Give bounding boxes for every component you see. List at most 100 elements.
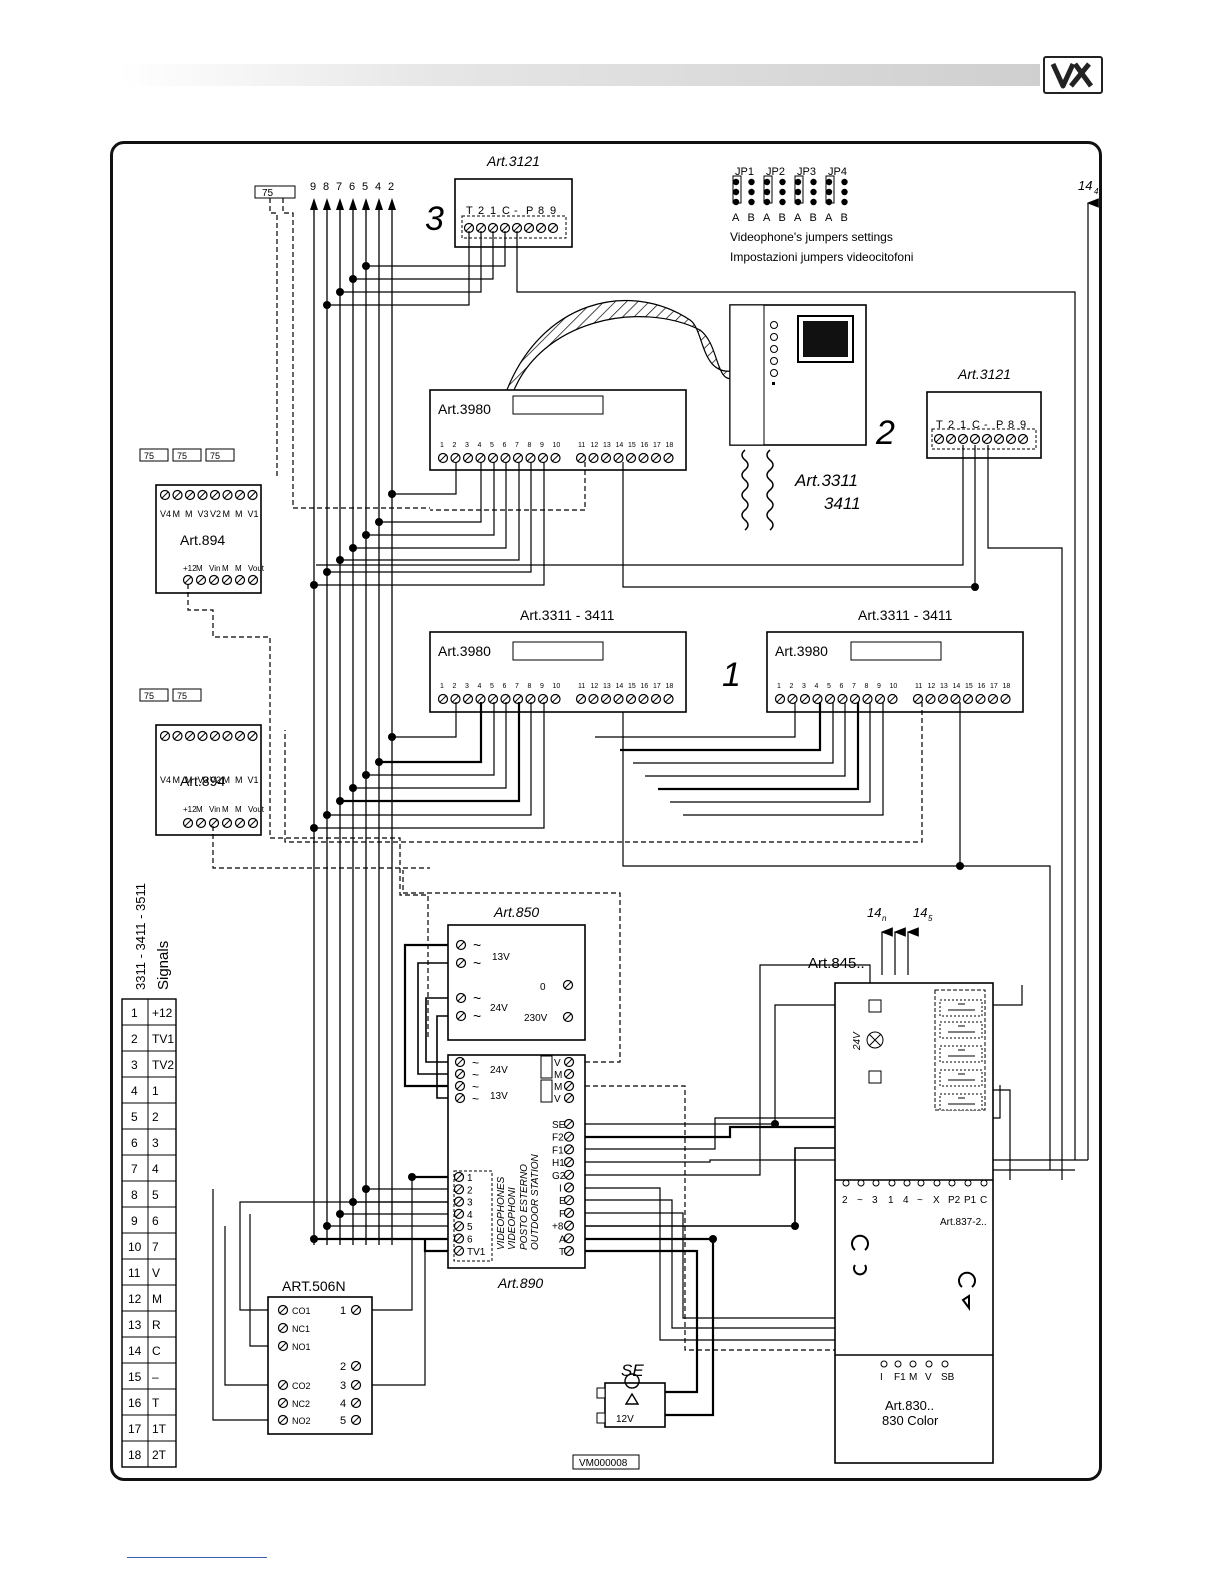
- art850-terminal-slash: [564, 981, 572, 989]
- bus-tap: [353, 462, 507, 549]
- art3121-terminal-label: 8: [538, 205, 544, 217]
- wire-890-845: [569, 964, 871, 1176]
- art3980-terminal-slash: [539, 454, 547, 462]
- signals-table-signal: M: [152, 1292, 162, 1306]
- jumpers-caption-it: Impostazioni jumpers videocitofoni: [730, 250, 913, 264]
- art894-bottom-label: M: [222, 564, 229, 573]
- art3121-terminal-label: P: [996, 419, 1003, 431]
- art894-top-terminal-slash: [186, 491, 194, 499]
- art3121-terminal-label: 2: [948, 419, 954, 431]
- jumper-name: JP3: [797, 166, 816, 178]
- art3980-terminal-slash: [602, 695, 610, 703]
- bus-arrow-label: 7: [336, 181, 342, 193]
- art506-left-terminal-slash: [279, 1381, 287, 1389]
- ac-symbol: ~: [473, 990, 481, 1006]
- terminal-number: 6: [503, 442, 507, 449]
- terminal-number: 12: [591, 442, 599, 449]
- art3980-terminal-slash: [665, 695, 672, 703]
- junction-dot: [323, 811, 331, 819]
- art894-top-label: M: [185, 775, 193, 785]
- art837-terminal: [842, 1179, 850, 1187]
- terminal-number: 11: [578, 683, 585, 690]
- jumper-pin: [748, 188, 755, 196]
- art837-terminal: [948, 1179, 956, 1187]
- wire-890-845: [569, 985, 1023, 1125]
- wire-se: [569, 1249, 699, 1394]
- art3980-terminal-slash: [665, 454, 672, 462]
- art506-label: ART.506N: [282, 1278, 346, 1294]
- art894-bottom-label: +12: [183, 564, 197, 573]
- art894-top-label: V2: [210, 509, 221, 519]
- art890-left-terminal-slash: [455, 1185, 463, 1193]
- art890-right-label: F2: [552, 1133, 564, 1144]
- wire-3121-right: [622, 445, 976, 588]
- wire-506: [212, 1189, 283, 1421]
- art894-bottom-label: Vin: [209, 564, 220, 573]
- art506-right-label: 4: [340, 1398, 346, 1410]
- junction-dot: [375, 518, 383, 526]
- signals-table-signal: 6: [152, 1214, 159, 1228]
- terminal-number: 7: [515, 442, 519, 449]
- art3980-terminal-slash: [939, 695, 947, 703]
- lamp-terminal: [868, 999, 882, 1013]
- se-lock-tab-bottom: [596, 1412, 606, 1424]
- art894-bottom-label: +12: [183, 805, 197, 814]
- terminal-number: 2: [453, 442, 457, 449]
- art3311-3411-right-label: Art.3311 - 3411: [858, 607, 953, 623]
- terminal-number: 5: [490, 683, 494, 690]
- art890-right-terminal-slash: [565, 1184, 573, 1191]
- art830-terminal-label: M: [909, 1372, 917, 1383]
- code-box: [572, 1454, 640, 1470]
- art890-power-terminal-slash: [456, 1070, 464, 1078]
- art3121-terminal-label: 8: [1008, 419, 1014, 431]
- art894-bottom-label: Vout: [248, 805, 265, 814]
- jumper-pin: [732, 198, 740, 206]
- speaker-icon: [958, 1271, 976, 1311]
- label-14-5-sub: 5: [928, 914, 933, 923]
- label-14-n: 14: [867, 905, 881, 920]
- art3121-top-terminal-strip: [461, 215, 567, 239]
- junction-dot: [323, 568, 331, 576]
- art3121-terminal-slash: [489, 224, 497, 232]
- art890-left-label: 2: [467, 1185, 473, 1196]
- terminal-number: 15: [628, 442, 636, 449]
- art3980-terminal-slash: [864, 695, 871, 703]
- jumper-name: JP1: [735, 166, 754, 178]
- bus-arrow-label: 4: [375, 181, 381, 193]
- art506-right-terminal-slash: [352, 1416, 360, 1424]
- art3980-terminal-slash: [527, 695, 534, 703]
- video-coax: [187, 584, 429, 1040]
- art894-top-label: M: [185, 509, 193, 519]
- jumpers-caption-en: Videophone's jumpers settings: [730, 230, 893, 244]
- resistor-75: [172, 688, 202, 702]
- art890-right-label: SE: [552, 1120, 566, 1131]
- art837-terminal: [888, 1179, 896, 1187]
- art890-left-terminal-slash: [455, 1247, 463, 1255]
- art837-terminal: [933, 1179, 941, 1187]
- art894-top-label: V2: [210, 775, 221, 785]
- art890-right-label: +8: [552, 1222, 564, 1233]
- power-wire: [417, 962, 461, 1075]
- art850-24v: 24V: [490, 1003, 508, 1014]
- wire-506: [224, 1226, 283, 1386]
- art830-label: Art.830..: [885, 1398, 934, 1413]
- junction-dot: [310, 824, 318, 832]
- terminal-number: 4: [478, 683, 482, 690]
- art894-upper-box: [155, 484, 262, 594]
- wire-890-845: [569, 1085, 1001, 1150]
- art3980-terminal-slash: [552, 454, 559, 462]
- art3980-terminal-slash: [452, 695, 459, 703]
- art894-bottom-terminal-slash: [223, 819, 231, 827]
- bus-tap: [340, 462, 520, 561]
- art3980-terminal-slash: [876, 695, 884, 703]
- art894-bottom-label: M: [222, 805, 229, 814]
- signals-table-num: 11: [128, 1266, 141, 1280]
- art890-left-terminal-slash: [455, 1198, 463, 1205]
- terminal-number: 17: [990, 683, 998, 690]
- art506-left-terminal-slash: [279, 1399, 287, 1407]
- art894-top-label: M: [223, 775, 231, 785]
- art3980-terminal-slash: [452, 454, 459, 462]
- art837-terminal: [964, 1179, 972, 1187]
